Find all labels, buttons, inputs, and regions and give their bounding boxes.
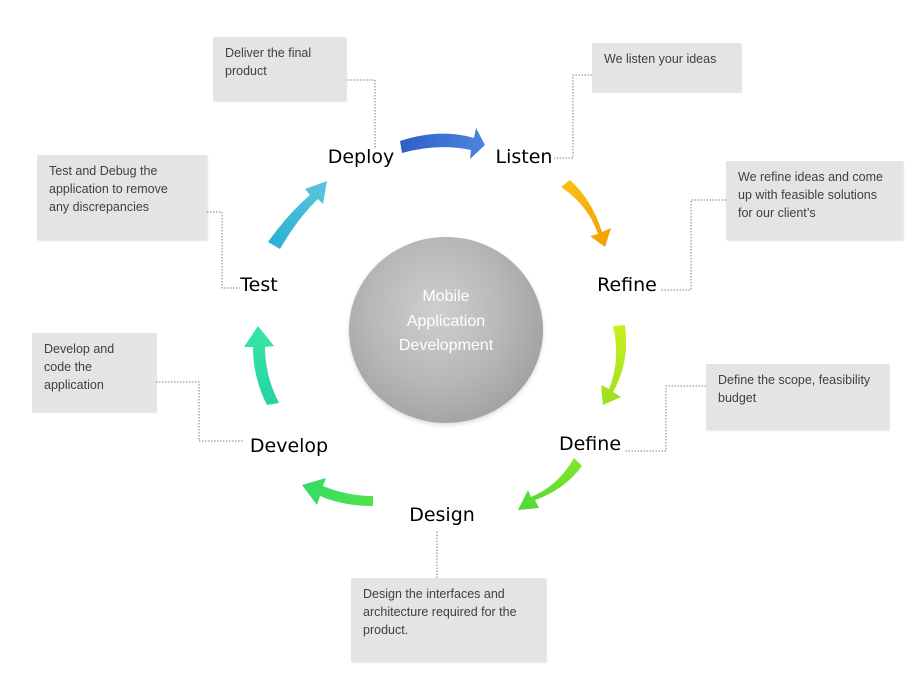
note-test: Test and Debug the application to remove… <box>37 155 207 240</box>
center-label: Mobile Application Development <box>398 288 494 354</box>
curved-arrow-icon <box>302 478 373 506</box>
stage-define: Define <box>558 433 622 455</box>
stage-listen: Listen <box>495 146 553 168</box>
connector-define <box>624 385 706 452</box>
curved-arrow-icon <box>400 128 485 159</box>
center-circle <box>349 237 543 423</box>
stage-deploy: Deploy <box>327 146 395 168</box>
stage-refine: Refine <box>597 274 657 296</box>
note-develop: Develop and code the application <box>32 333 156 412</box>
note-design: Design the interfaces and architecture r… <box>351 578 546 662</box>
curved-arrow-icon <box>601 325 627 405</box>
note-listen: We listen your ideas <box>592 43 741 92</box>
curved-arrow-icon <box>518 458 582 510</box>
connector-refine <box>660 199 726 291</box>
note-define: Define the scope, feasibility budget <box>706 364 889 430</box>
curved-arrow-icon <box>268 181 327 249</box>
connector-deploy <box>345 79 376 148</box>
connector-test <box>207 211 240 289</box>
connector-develop <box>156 381 244 442</box>
stage-develop: Develop <box>249 435 329 457</box>
curved-arrow-icon <box>561 180 611 247</box>
note-refine: We refine ideas and come up with feasibl… <box>726 161 903 240</box>
stage-test: Test <box>240 274 278 296</box>
curved-arrow-icon <box>244 326 279 405</box>
stage-design: Design <box>409 504 475 526</box>
connector-listen <box>554 74 592 159</box>
note-deploy: Deliver the final product <box>213 37 346 101</box>
